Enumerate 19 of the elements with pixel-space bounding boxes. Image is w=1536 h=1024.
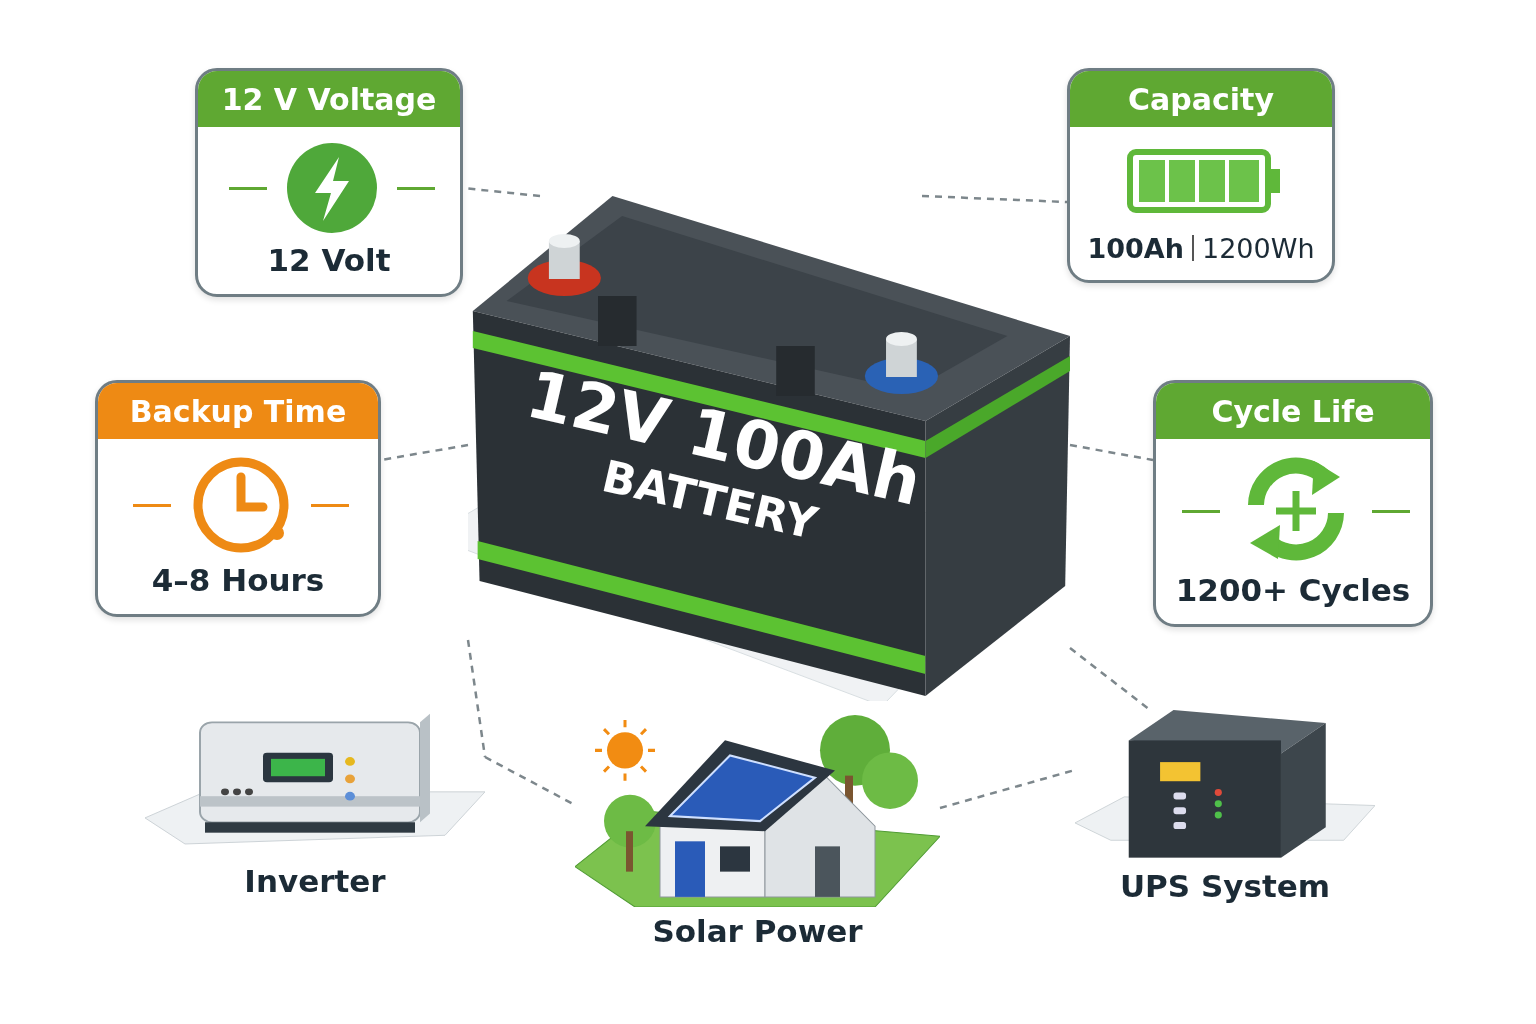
dashed-connector bbox=[1069, 647, 1151, 711]
info-card bbox=[1153, 380, 1433, 627]
card-title: Cycle Life bbox=[1156, 383, 1430, 439]
card-value: 1200Wh bbox=[1201, 233, 1315, 264]
card-value: 12 Volt bbox=[266, 242, 392, 278]
card-title: Capacity bbox=[1070, 71, 1332, 127]
caption-label: Solar Power bbox=[651, 913, 864, 949]
card-value: 4–8 Hours bbox=[150, 562, 326, 598]
card-value: 100Ah bbox=[1087, 233, 1184, 264]
caption-label: Inverter bbox=[243, 863, 387, 899]
caption-label: UPS System bbox=[1118, 868, 1332, 904]
info-card bbox=[195, 68, 463, 297]
card-title: 12 V Voltage bbox=[198, 71, 460, 127]
card-title: Backup Time bbox=[98, 383, 378, 439]
info-card bbox=[1067, 68, 1335, 283]
dashed-connector bbox=[1069, 443, 1154, 462]
dashed-connector bbox=[921, 194, 1068, 204]
card-value: 1200+ Cycles bbox=[1174, 572, 1412, 608]
info-card bbox=[95, 380, 381, 617]
